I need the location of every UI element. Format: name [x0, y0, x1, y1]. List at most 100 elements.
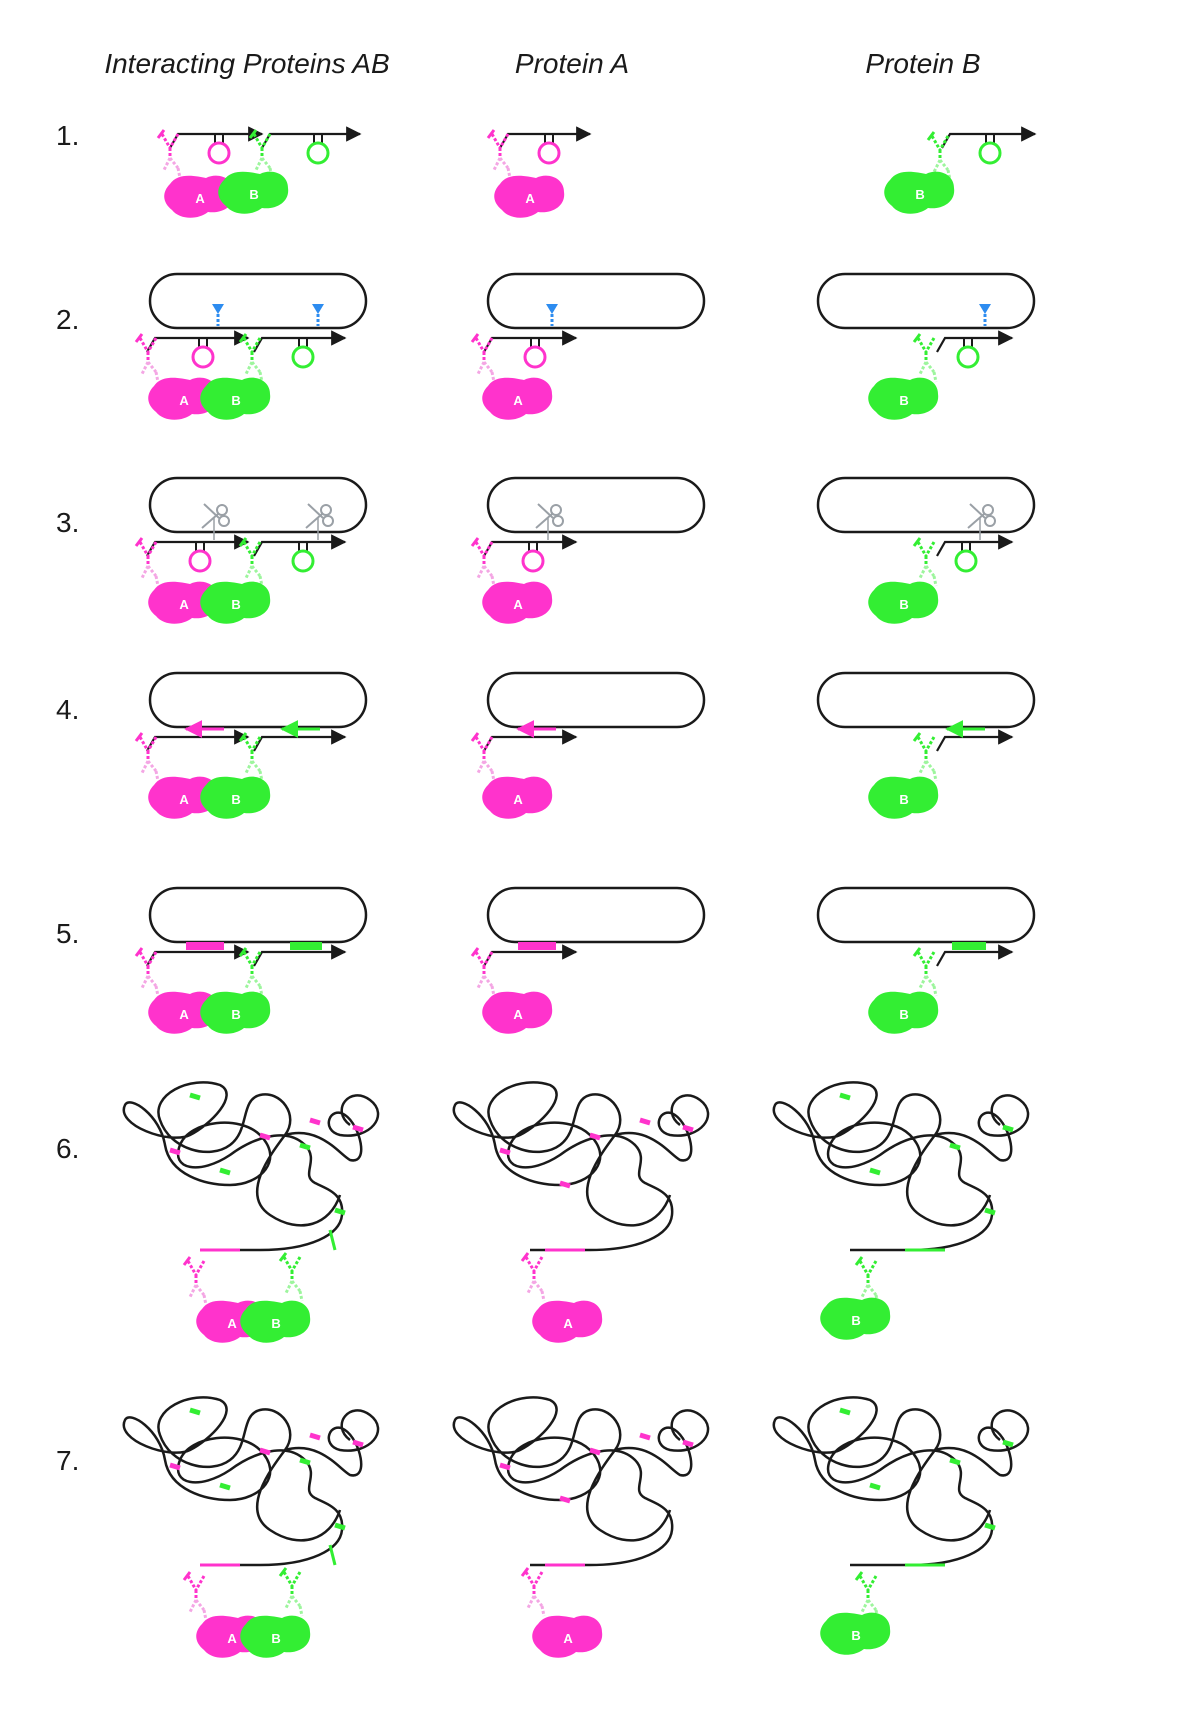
barcode-mark — [352, 1124, 364, 1133]
antibody-a — [134, 947, 160, 997]
scissors-icon — [967, 503, 996, 540]
barcode-mark — [334, 1522, 346, 1531]
protein-a: A — [482, 377, 553, 420]
capsule-dna-loop — [148, 671, 368, 729]
barcode-mark — [589, 1447, 601, 1456]
hairpin-adapter-b — [291, 338, 315, 369]
hairpin-adapter-a — [523, 338, 547, 369]
protein-b-label: B — [231, 393, 240, 408]
antibody-a — [134, 732, 160, 782]
antibody-a — [134, 537, 160, 587]
protein-b: B — [868, 776, 939, 819]
step-label-2: 2. — [56, 304, 80, 335]
protein-a-body — [494, 175, 565, 218]
barcode-mark — [334, 1207, 346, 1216]
protein-a-body — [482, 581, 553, 624]
tangled-dna — [772, 1081, 1030, 1252]
protein-a: A — [532, 1300, 603, 1343]
antibody-b — [238, 732, 264, 782]
barcode-mark — [949, 1142, 961, 1151]
protein-a-body — [482, 776, 553, 819]
tangled-dna-group — [452, 1081, 710, 1252]
dna-strand-b — [253, 534, 347, 557]
protein-b: B — [868, 377, 939, 420]
hairpin-adapter-b — [291, 542, 315, 573]
protein-b-body — [200, 377, 271, 420]
antibody-b — [278, 1252, 304, 1302]
hairpin-adapter-b — [956, 338, 980, 369]
capsule-dna-loop — [148, 476, 368, 534]
protein-b-label: B — [231, 597, 240, 612]
protein-a-label: A — [513, 792, 523, 807]
barcode-b-segment — [328, 1229, 337, 1251]
column-header-interacting-ab: Interacting Proteins AB — [104, 48, 390, 79]
dna-strand-b — [253, 729, 347, 752]
step-label-7: 7. — [56, 1445, 80, 1476]
antibody-a — [182, 1571, 208, 1621]
protein-b-label: B — [915, 187, 924, 202]
step-1-b: B — [884, 126, 1037, 214]
protein-b-label: B — [271, 1631, 280, 1646]
hairpin-adapter-a — [521, 542, 545, 573]
barcode-mark — [352, 1439, 364, 1448]
step-4-b: B — [816, 671, 1036, 819]
protein-a-label: A — [563, 1631, 573, 1646]
ligated-segment-a — [518, 942, 556, 950]
antibody-b — [238, 333, 264, 383]
capsule-dna-loop — [148, 886, 368, 944]
barcode-b-segment — [328, 1544, 337, 1566]
tangled-dna — [122, 1396, 380, 1567]
barcode-mark — [169, 1147, 181, 1156]
protein-a-body — [482, 377, 553, 420]
dna-strand-a — [483, 729, 578, 752]
antibody-a — [470, 537, 496, 587]
protein-a-body — [148, 776, 219, 819]
barcode-mark — [559, 1495, 571, 1504]
barcode-mark — [869, 1167, 881, 1176]
step-1-a: A — [486, 126, 592, 218]
protein-a-label: A — [179, 597, 189, 612]
step-2-b: B — [816, 272, 1036, 420]
barcode-mark — [984, 1522, 996, 1531]
protein-b-label: B — [899, 1007, 908, 1022]
protein-b-label: B — [271, 1316, 280, 1331]
barcode-mark — [559, 1180, 571, 1189]
barcode-mark — [839, 1092, 851, 1101]
tangled-dna-group — [122, 1396, 380, 1567]
barcode-mark — [219, 1167, 231, 1176]
dna-strand-a — [146, 534, 250, 557]
antibody-b — [912, 537, 938, 587]
protein-b-label: B — [851, 1313, 860, 1328]
step-6-b: B — [772, 1081, 1030, 1340]
protein-a: A — [482, 776, 553, 819]
hairpin-adapter-b — [954, 542, 978, 573]
step-3-b: B — [816, 476, 1036, 624]
tangled-dna-group — [772, 1396, 1030, 1567]
barcode-mark — [1002, 1439, 1014, 1448]
protein-b-label: B — [249, 187, 258, 202]
step-4-a: A — [470, 671, 706, 819]
step-2-a: A — [470, 272, 706, 420]
barcode-mark — [869, 1482, 881, 1491]
protein-b: B — [200, 377, 271, 420]
hairpin-adapter-a — [188, 542, 212, 573]
protein-b: B — [820, 1297, 891, 1340]
protein-b: B — [200, 991, 271, 1034]
barcode-mark — [499, 1147, 511, 1156]
hairpin-adapter-b — [306, 134, 330, 165]
barcode-mark — [682, 1439, 694, 1448]
scissors-icon — [201, 503, 230, 540]
barcode-mark — [299, 1142, 311, 1151]
protein-a-label: A — [563, 1316, 573, 1331]
protein-b: B — [884, 171, 955, 214]
protein-b-body — [868, 581, 939, 624]
antibody-a — [156, 129, 182, 179]
dna-strand-b — [936, 534, 1014, 557]
barcode-mark — [259, 1447, 271, 1456]
barcode-mark — [1002, 1124, 1014, 1133]
hairpin-adapter-a — [191, 338, 215, 369]
antibody-a — [520, 1252, 546, 1302]
